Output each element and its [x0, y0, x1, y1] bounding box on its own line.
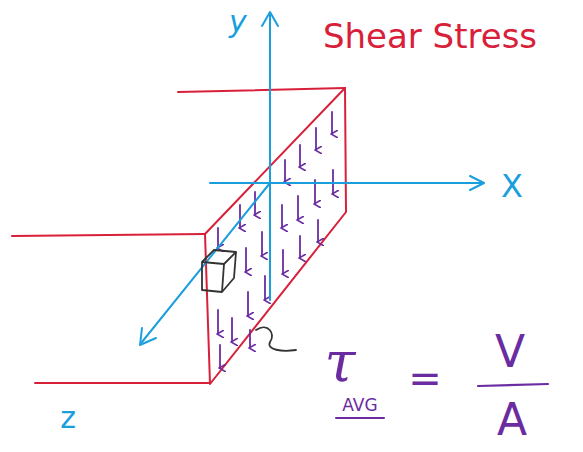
- formula-symbol: τ: [325, 334, 356, 390]
- stress-element: [202, 250, 236, 292]
- axes: [140, 12, 484, 345]
- formula-subscript: AVG: [342, 397, 377, 414]
- axis-label: X: [501, 170, 523, 202]
- underline: [336, 417, 384, 419]
- formula-symbol: V: [495, 330, 525, 374]
- axis-label: z: [60, 403, 76, 433]
- beam-outline: [12, 88, 346, 384]
- formula-symbol: A: [497, 398, 527, 442]
- formula-symbol: =: [408, 358, 442, 398]
- leader-line: [256, 327, 296, 350]
- fraction-bar: [478, 384, 548, 386]
- axis-label: y: [229, 7, 247, 37]
- shear-arrows: [218, 112, 333, 368]
- title: Shear Stress: [323, 19, 537, 53]
